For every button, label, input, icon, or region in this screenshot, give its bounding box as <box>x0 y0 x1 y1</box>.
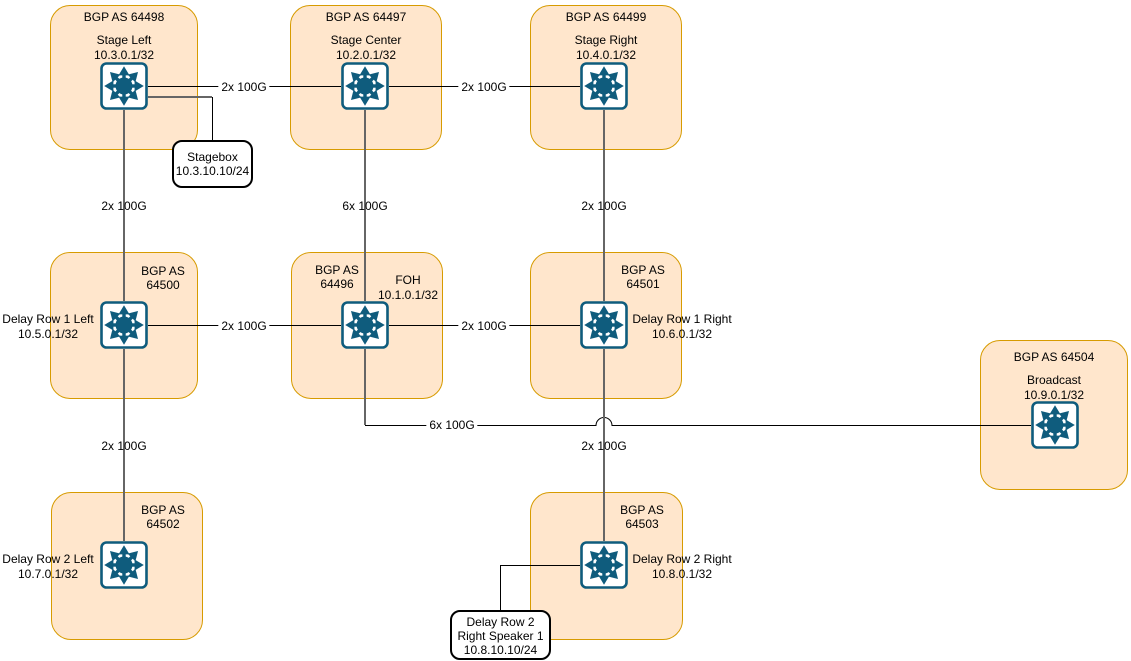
node-label-delay-row-1-left: Delay Row 1 Left 10.5.0.1/32 <box>0 312 133 341</box>
node-label-foh: FOH 10.1.0.1/32 <box>323 273 493 302</box>
node-name: Stage Center <box>330 33 402 47</box>
node-name: Delay Row 1 Left <box>2 312 94 326</box>
edge-label: 2x 100G <box>581 439 627 453</box>
group-as-label: BGP AS 64503 <box>620 503 664 531</box>
endpoint-ip: 10.3.10.10/24 <box>175 164 250 178</box>
endpoint-name: Stagebox <box>187 150 238 164</box>
group-as-label: BGP AS 64501 <box>621 263 665 291</box>
router-icon-delay-row-1-right[interactable] <box>580 301 628 349</box>
endpoint-ip: 10.8.10.10/24 <box>463 643 538 657</box>
group-as-label: BGP AS 64499 <box>565 10 647 24</box>
node-ip: 10.7.0.1/32 <box>17 566 79 581</box>
edge-label: 2x 100G <box>101 439 147 453</box>
group-as-label: BGP AS 64500 <box>141 264 185 292</box>
endpoint-box-stagebox[interactable]: Stagebox 10.3.10.10/24 <box>172 140 253 188</box>
endpoint-name: Right Speaker 1 <box>457 629 544 643</box>
edge-label: 2x 100G <box>218 80 270 94</box>
group-as-label: BGP AS 64504 <box>1013 350 1095 364</box>
edge-label: 2x 100G <box>101 199 147 213</box>
node-ip: 10.6.0.1/32 <box>651 326 713 341</box>
node-label-delay-row-1-right: Delay Row 1 Right 10.6.0.1/32 <box>597 312 767 341</box>
router-icon-delay-row-1-left[interactable] <box>100 301 148 349</box>
group-as-label: BGP AS 64498 <box>83 10 165 24</box>
node-name: Stage Right <box>574 33 638 47</box>
router-icon-delay-row-2-right[interactable] <box>580 541 628 589</box>
node-ip: 10.4.0.1/32 <box>575 48 637 62</box>
node-name: FOH <box>395 273 421 287</box>
node-name: Broadcast <box>1026 373 1082 387</box>
node-ip: 10.8.0.1/32 <box>651 566 713 581</box>
node-ip: 10.3.0.1/32 <box>93 48 155 62</box>
edge-label: 2x 100G <box>218 319 270 333</box>
edge-label: 2x 100G <box>458 319 510 333</box>
node-name: Delay Row 2 Right <box>632 552 732 566</box>
router-icon-delay-row-2-left[interactable] <box>100 541 148 589</box>
edge-delay-row-2-right-speaker <box>500 565 580 610</box>
router-icon-stage-center[interactable] <box>341 62 389 110</box>
node-ip: 10.9.0.1/32 <box>1023 388 1085 402</box>
edge-label: 2x 100G <box>458 80 510 94</box>
node-name: Delay Row 1 Right <box>632 312 732 326</box>
node-label-delay-row-2-left: Delay Row 2 Left 10.7.0.1/32 <box>0 552 133 581</box>
endpoint-name: Delay Row 2 <box>466 615 535 629</box>
node-name: Stage Left <box>96 33 152 47</box>
node-label-delay-row-2-right: Delay Row 2 Right 10.8.0.1/32 <box>597 552 767 581</box>
group-as-label: BGP AS 64497 <box>325 10 407 24</box>
node-name: Delay Row 2 Left <box>2 552 94 566</box>
edge-label: 2x 100G <box>581 199 627 213</box>
group-as-label: BGP AS 64496 <box>315 263 359 291</box>
router-icon-stage-right[interactable] <box>580 62 628 110</box>
router-icon-foh[interactable] <box>341 301 389 349</box>
router-icon-broadcast[interactable] <box>1031 401 1079 449</box>
group-as-label: BGP AS 64502 <box>141 503 185 531</box>
edge-label: 6x 100G <box>426 418 478 432</box>
router-icon-stage-left[interactable] <box>100 62 148 110</box>
node-ip: 10.2.0.1/32 <box>335 48 397 62</box>
node-ip: 10.1.0.1/32 <box>377 287 439 302</box>
edge-label: 6x 100G <box>342 199 388 213</box>
node-ip: 10.5.0.1/32 <box>17 326 79 341</box>
endpoint-box-speaker[interactable]: Delay Row 2 Right Speaker 1 10.8.10.10/2… <box>450 610 551 660</box>
